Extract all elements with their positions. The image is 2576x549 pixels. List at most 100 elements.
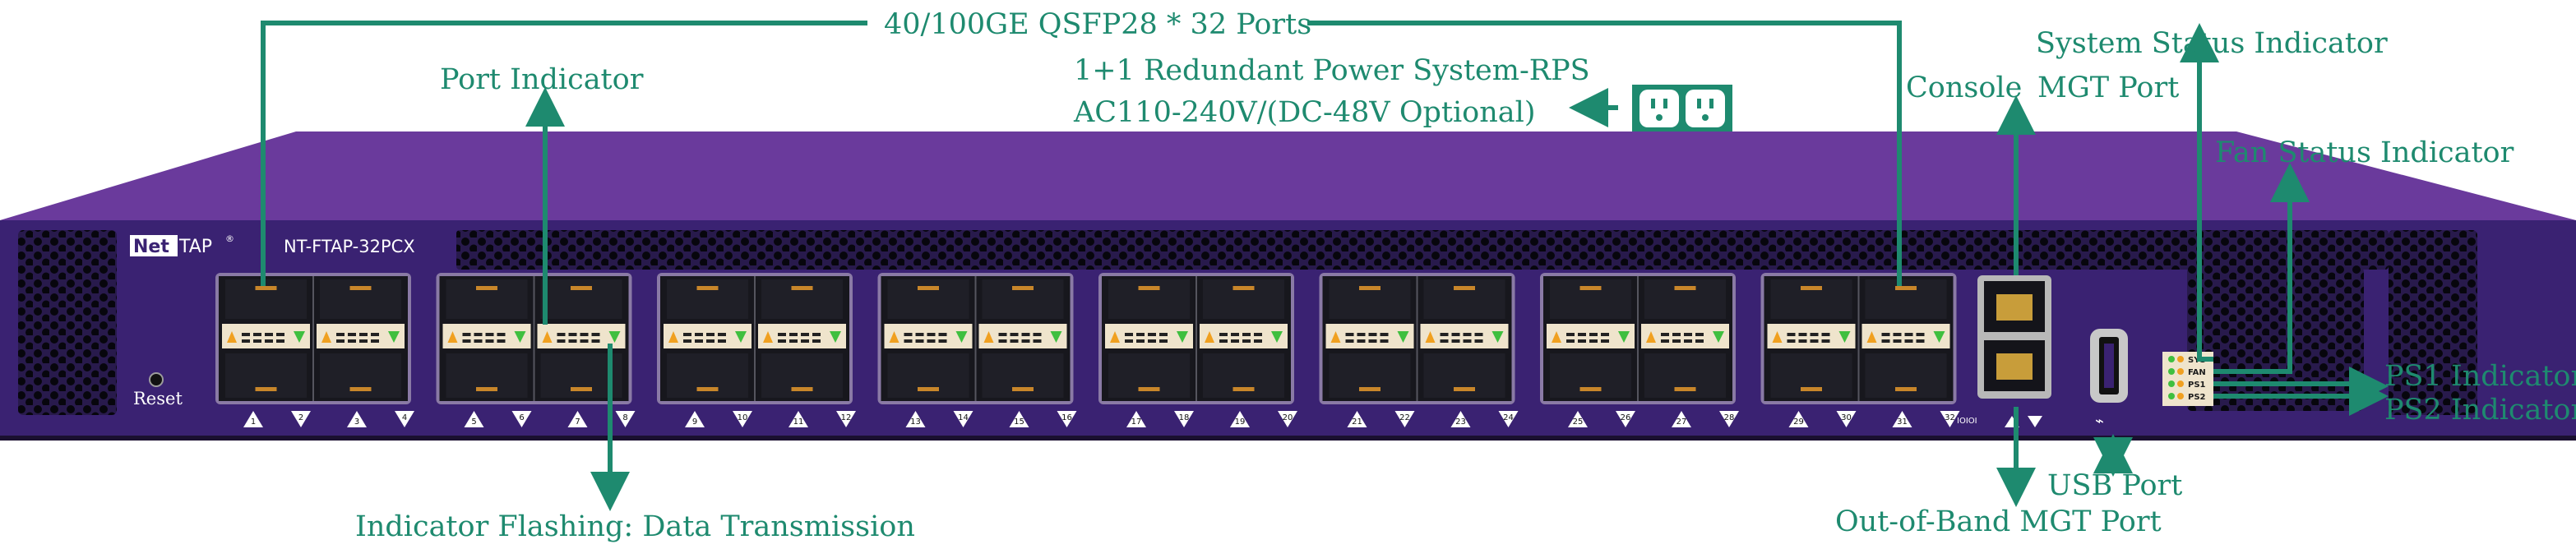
port-number-label: 32 <box>1945 413 1955 422</box>
led-dash <box>1893 333 1902 336</box>
port-number-label: 31 <box>1897 418 1908 427</box>
port-latch <box>696 286 719 290</box>
led-down-arrow-icon <box>388 331 400 343</box>
sys-led-icon <box>2168 356 2175 362</box>
port-number-down-icon <box>511 411 532 427</box>
port-number-down-icon <box>836 411 856 427</box>
led-dash <box>1695 333 1704 336</box>
led-dash <box>812 339 821 343</box>
led-up-arrow-icon <box>1110 331 1120 343</box>
port-number-up-icon <box>789 411 808 427</box>
led-dash <box>253 333 261 336</box>
led-dash <box>812 333 821 336</box>
port-group <box>877 273 1074 404</box>
led-up-arrow-icon <box>1772 331 1783 343</box>
port-number-label: 7 <box>575 418 580 427</box>
led-dash <box>706 339 715 343</box>
port-latch <box>1454 286 1475 290</box>
port-number-down-icon <box>1394 411 1415 427</box>
usb-port[interactable] <box>2090 329 2128 403</box>
qsfp-port[interactable] <box>540 279 622 319</box>
led-dash <box>348 333 356 336</box>
port-latch <box>1359 387 1380 391</box>
port-number-up-icon <box>347 411 367 427</box>
led-dash <box>1578 339 1586 343</box>
led-dash <box>474 333 483 336</box>
led-dash <box>1021 339 1030 343</box>
led-down-arrow-icon <box>608 331 621 343</box>
led-dash <box>591 339 600 343</box>
led-dash <box>1589 333 1598 336</box>
port-number-down-icon <box>1719 411 1739 427</box>
port-number-label: 15 <box>1014 418 1024 427</box>
qsfp-port[interactable] <box>1423 279 1505 319</box>
ps2-indicator-label: PS2 Indicator <box>2384 394 2576 427</box>
led-down-arrow-icon <box>1713 331 1724 343</box>
led-dash <box>253 339 261 343</box>
qsfp-port[interactable] <box>1108 279 1190 319</box>
mgt-port-label: MGT Port <box>2037 72 2179 104</box>
led-dash <box>1440 339 1449 343</box>
console-label: Console <box>1906 72 2022 104</box>
led-dash <box>1010 339 1019 343</box>
led-dash <box>276 333 284 336</box>
fan-status-arrow <box>2213 163 2310 374</box>
led-dash <box>1672 339 1681 343</box>
led-dash <box>1684 333 1692 336</box>
port-number-label: 11 <box>793 418 804 427</box>
led-up-arrow-icon <box>983 331 994 343</box>
qsfp-port[interactable] <box>667 279 748 319</box>
led-up-arrow-icon <box>1330 331 1341 343</box>
led-dash <box>1451 333 1460 336</box>
led-dash <box>915 333 924 336</box>
port-number-label: 18 <box>1179 413 1190 422</box>
port-number-down-icon <box>615 411 636 427</box>
qsfp-port[interactable] <box>225 279 307 319</box>
led-dash <box>1136 333 1145 336</box>
led-dash <box>1125 333 1133 336</box>
qsfp-port[interactable] <box>446 279 528 319</box>
led-dash <box>371 339 379 343</box>
port-latch <box>1579 387 1602 391</box>
led-dash <box>485 339 494 343</box>
led-dash <box>1787 333 1796 336</box>
led-dash <box>568 339 577 343</box>
led-dash <box>1021 333 1030 336</box>
qsfp-port[interactable] <box>887 279 969 319</box>
qsfp-port[interactable] <box>1329 279 1411 319</box>
led-dash <box>1810 339 1819 343</box>
qsfp-port[interactable] <box>1550 279 1631 319</box>
qsfp-port[interactable] <box>982 279 1064 319</box>
qsfp-port[interactable] <box>1644 279 1726 319</box>
led-dash <box>1148 333 1156 336</box>
led-dash <box>1254 333 1262 336</box>
qsfp-port[interactable] <box>761 279 843 319</box>
system-status-label: System Status Indicator <box>2036 27 2388 60</box>
port-latch <box>349 387 372 391</box>
qsfp-port[interactable] <box>1203 279 1284 319</box>
port-latch <box>791 387 813 391</box>
qsfp-port[interactable] <box>1865 279 1947 319</box>
port-group <box>215 273 411 404</box>
led-dash <box>336 333 345 336</box>
led-up-arrow-icon <box>1205 331 1214 343</box>
led-dash <box>695 339 703 343</box>
led-dash <box>557 339 566 343</box>
svg-text:IOIOI: IOIOI <box>1957 417 1977 426</box>
led-dash <box>1695 339 1704 343</box>
reset-button[interactable] <box>149 372 164 387</box>
port-number-label: 1 <box>251 418 256 427</box>
led-down-arrow-icon <box>1050 331 1062 343</box>
led-dash <box>1219 339 1228 343</box>
port-latch <box>1801 387 1822 391</box>
led-dash <box>1589 339 1598 343</box>
ps1-arrow <box>2213 367 2389 406</box>
qsfp-port[interactable] <box>320 279 401 319</box>
qsfp-port[interactable] <box>1770 279 1852 319</box>
led-dash <box>1881 333 1890 336</box>
led-dash <box>557 333 566 336</box>
port-latch <box>1138 387 1160 391</box>
led-down-arrow-icon <box>1177 331 1188 343</box>
brand-logo: Net TAP ® <box>130 233 234 257</box>
